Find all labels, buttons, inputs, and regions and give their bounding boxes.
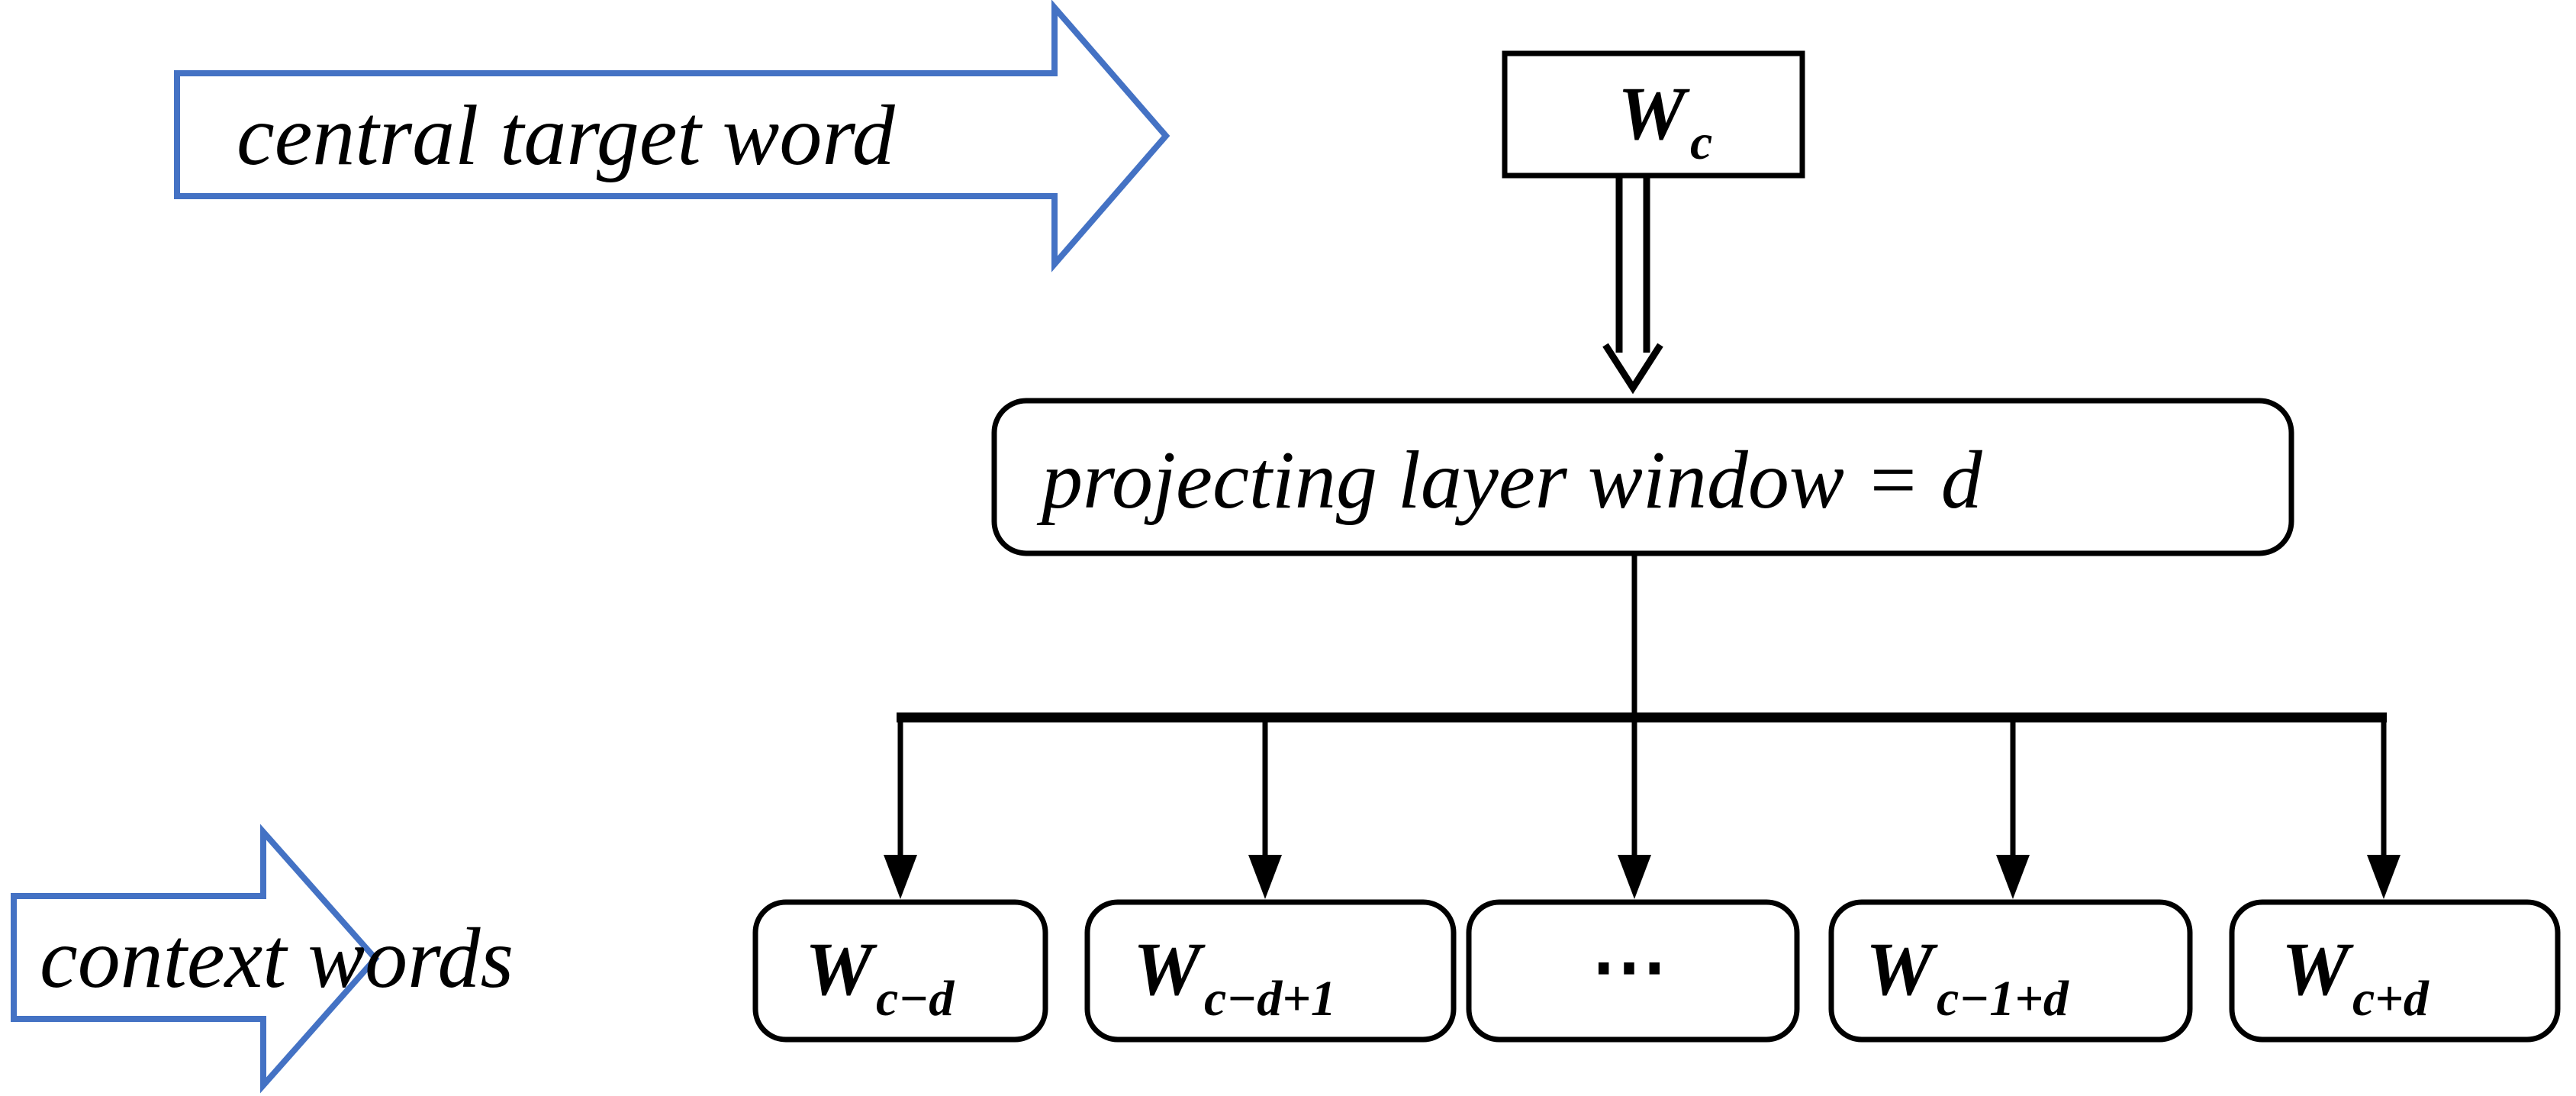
context-node-w-c-minus-d: W c−d — [752, 899, 1048, 1043]
projecting-layer-label: projecting layer window = d — [1036, 435, 1983, 526]
context-words-arrow-shape — [11, 824, 380, 1094]
context-node-base-1: W — [805, 927, 877, 1011]
central-target-word-label: central target word — [237, 89, 896, 183]
bus-drop-arrows — [884, 717, 2401, 899]
central-to-layer-arrowhead — [1602, 343, 1663, 395]
context-node-subscript-2: c−d+1 — [1204, 971, 1336, 1027]
drop-arrow-4 — [1996, 717, 2030, 899]
context-node-box-2[interactable] — [1084, 899, 1457, 1043]
central-to-layer-arrow — [1602, 177, 1663, 395]
context-node-box-1[interactable] — [752, 899, 1048, 1043]
context-node-dots-3: ⋯ — [1591, 924, 1667, 1009]
banner-context-words: context words — [11, 824, 514, 1094]
projecting-layer-group: projecting layer window = d — [991, 398, 2294, 556]
central-node-box[interactable] — [1502, 50, 1805, 179]
context-node-w-c-minus-d-plus1: W c−d+1 — [1084, 899, 1457, 1043]
context-node-w-c-minus-1-plus-d: W c−1+d — [1828, 899, 2193, 1043]
context-node-box-4[interactable] — [1828, 899, 2193, 1043]
context-node-w-c-plus-d: W c+d — [2229, 899, 2561, 1043]
context-node-box-3[interactable] — [1466, 899, 1800, 1043]
drop-arrow-5 — [2367, 717, 2401, 899]
context-node-subscript-1: c−d — [876, 971, 955, 1027]
central-node-base: W — [1618, 71, 1690, 156]
context-node-box-5[interactable] — [2229, 899, 2561, 1043]
projecting-layer-box[interactable] — [991, 398, 2294, 556]
drop-arrow-2 — [1248, 717, 1282, 899]
banner-central-target-word: central target word — [174, 0, 1170, 272]
context-node-ellipsis: ⋯ — [1466, 899, 1800, 1043]
drop-arrow-1 — [884, 717, 917, 899]
context-node-subscript-4: c−1+d — [1937, 971, 2069, 1027]
context-words-label: context words — [40, 911, 514, 1006]
context-node-subscript-5: c+d — [2352, 971, 2429, 1027]
context-node-base-4: W — [1866, 927, 1938, 1011]
central-target-word-arrow-shape — [174, 0, 1170, 272]
drop-arrow-3 — [1618, 717, 1651, 899]
central-node-subscript: c — [1690, 114, 1712, 170]
context-node-base-2: W — [1133, 927, 1206, 1011]
context-node-base-5: W — [2281, 927, 2354, 1011]
central-node-group: W c — [1502, 50, 1805, 179]
